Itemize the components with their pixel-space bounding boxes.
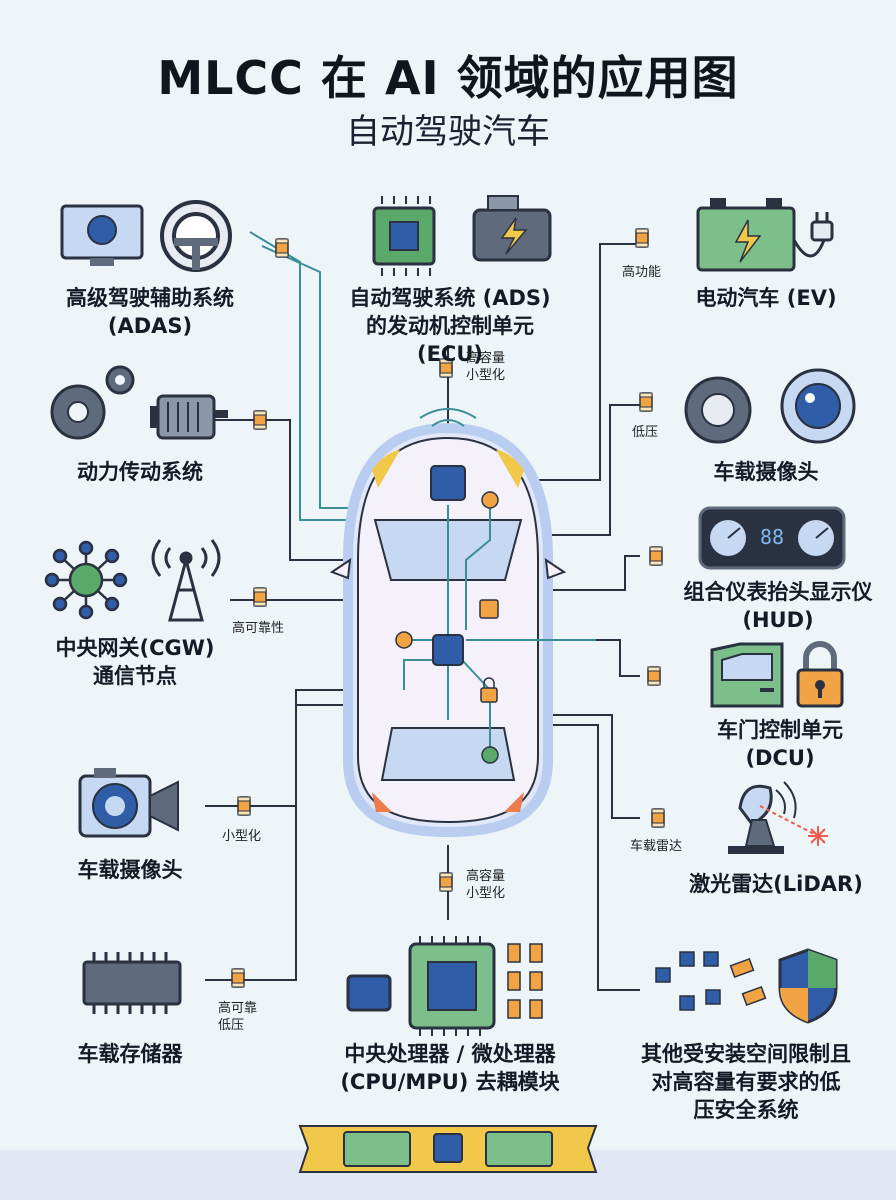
memory-chip-icon — [82, 952, 182, 1014]
safety-components-icon — [655, 951, 767, 1011]
gears-icon — [50, 365, 135, 440]
ads-ecu-label: 自动驾驶系统 (ADS) 的发动机控制单元 (ECU) — [349, 286, 551, 366]
adas-label: 高级驾驶辅助系统 (ADAS) — [66, 286, 234, 338]
network-globe-icon — [44, 540, 128, 620]
powertrain-label: 动力传动系统 — [77, 460, 203, 484]
antenna-tower-icon — [151, 539, 221, 622]
camera-right-label: 车载摄像头 — [713, 460, 819, 484]
lidar-tag: 车载雷达 — [630, 839, 683, 854]
dashboard-icon: 88 — [698, 506, 846, 570]
steering-wheel-icon — [160, 200, 232, 272]
dcu-label: 车门控制单元 (DCU) — [717, 718, 843, 770]
cgw-label: 中央网关(CGW) 通信节点 — [55, 636, 215, 688]
ev-tag: 高功能 — [622, 265, 662, 280]
car-top-view — [329, 408, 596, 838]
camera-left-label: 车载摄像头 — [77, 858, 183, 882]
cpu-tag: 高容量 小型化 — [466, 869, 506, 901]
motor-icon — [150, 394, 228, 440]
lidar-label: 激光雷达(LiDAR) — [689, 872, 863, 896]
camera-left-tag: 小型化 — [222, 829, 262, 844]
radar-dish-icon — [728, 781, 828, 854]
bottom-banner — [0, 1125, 896, 1200]
cpu-label: 中央处理器 / 微处理器 (CPU/MPU) 去耦模块 — [340, 1042, 560, 1094]
processor-icon — [346, 936, 543, 1036]
battery-icon — [696, 198, 796, 272]
cgw-tag: 高可靠性 — [232, 621, 285, 636]
mlcc-capacitor-icon — [275, 238, 289, 258]
ev-label: 电动汽车 (EV) — [695, 286, 837, 310]
camera-right-tag: 低压 — [632, 425, 659, 440]
hud-label: 组合仪表抬头显示仪 (HUD) — [683, 580, 873, 632]
memory-label: 车载存储器 — [77, 1042, 183, 1066]
gear-icon — [684, 376, 752, 444]
video-camera-icon — [78, 768, 179, 838]
engine-icon — [472, 195, 552, 262]
padlock-icon — [796, 641, 844, 708]
car-door-icon — [710, 642, 784, 708]
ecu-tag: 高容量 小型化 — [466, 351, 506, 383]
safety-label: 其他受安装空间限制且 对高容量有要求的低 压安全系统 — [641, 1042, 851, 1122]
monitor-icon — [60, 204, 144, 266]
svg-text:88: 88 — [760, 525, 784, 549]
chip-icon — [372, 196, 436, 276]
plug-icon — [792, 212, 834, 258]
camera-lens-icon — [780, 368, 856, 444]
memory-tag: 高可靠 低压 — [218, 1001, 258, 1033]
page-title: MLCC 在 AI 领域的应用图 — [157, 51, 739, 105]
shield-icon — [778, 948, 838, 1024]
page-subtitle: 自动驾驶汽车 — [346, 112, 550, 152]
